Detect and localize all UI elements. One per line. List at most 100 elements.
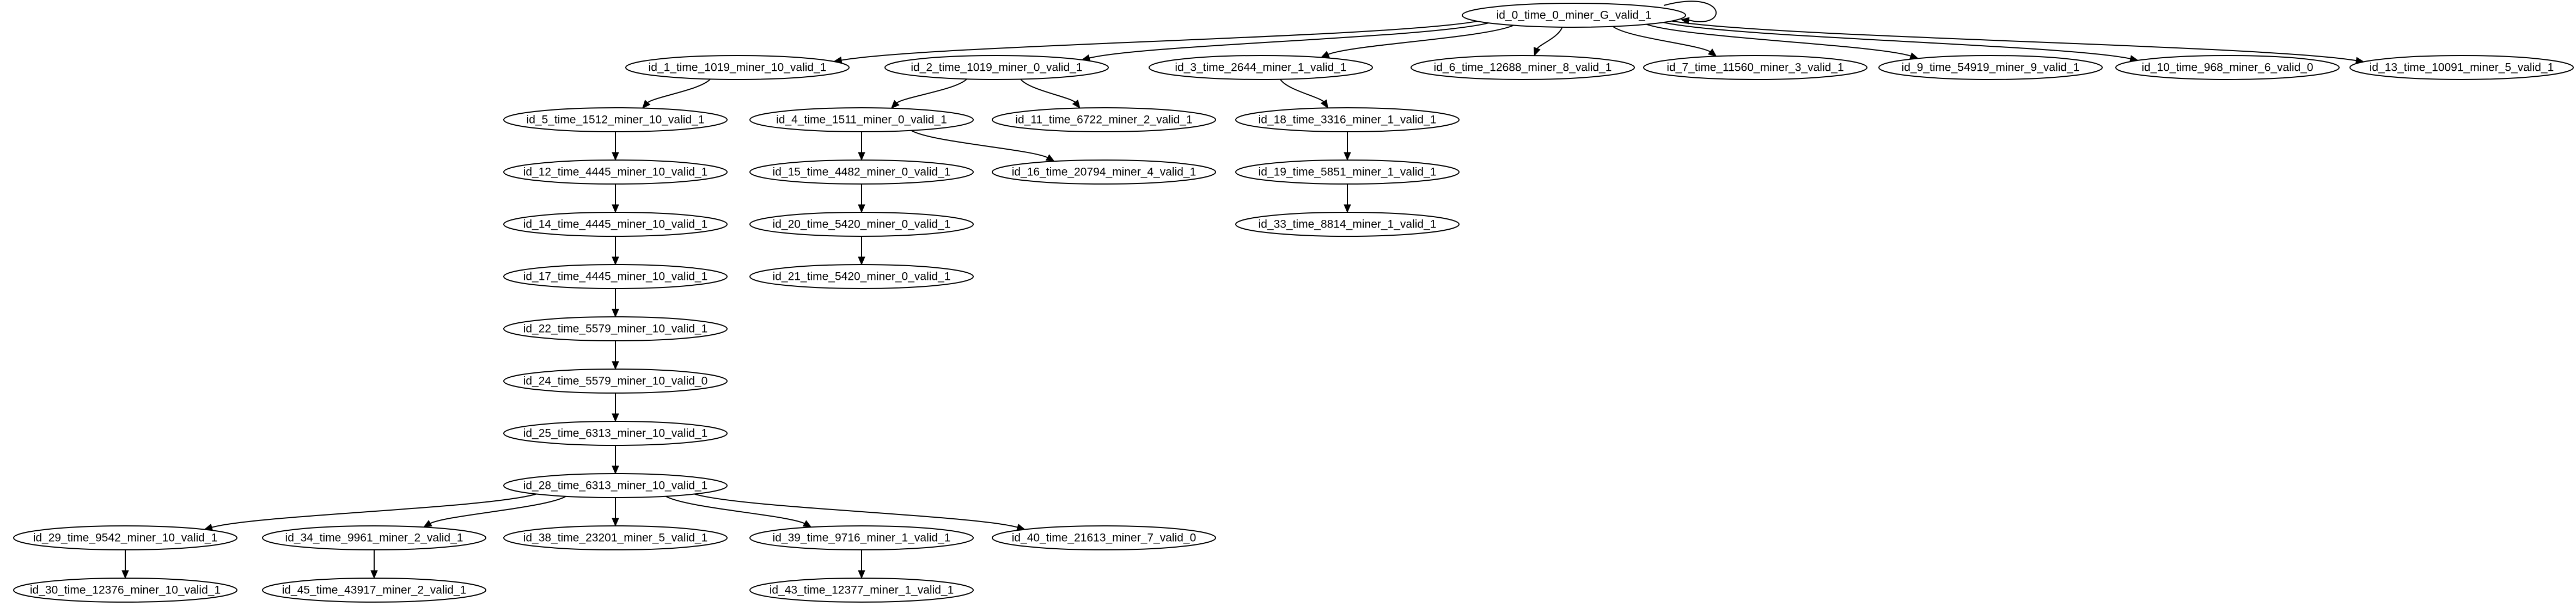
edge-arrowhead — [1344, 152, 1351, 161]
edge-line — [429, 495, 566, 525]
edge-arrowhead — [612, 309, 619, 318]
graph-node-n2: id_2_time_1019_miner_0_valid_1 — [884, 55, 1109, 80]
graph-node-n29: id_29_time_9542_miner_10_valid_1 — [13, 525, 237, 550]
edge-arrowhead — [612, 204, 619, 213]
edge-arrowhead — [1534, 47, 1541, 57]
edge-line — [1327, 24, 1514, 56]
edge-line — [1020, 78, 1077, 103]
node-ellipse — [503, 421, 728, 446]
node-label: id_33_time_8814_miner_1_valid_1 — [1259, 218, 1437, 231]
node-ellipse — [13, 578, 237, 603]
edge-n15-n20 — [858, 183, 865, 213]
node-label: id_15_time_4482_miner_0_valid_1 — [773, 166, 951, 179]
graph-node-n17: id_17_time_4445_miner_10_valid_1 — [503, 264, 728, 289]
edge-n28-n40 — [694, 493, 1026, 531]
node-ellipse — [749, 578, 974, 603]
edge-line — [1280, 79, 1325, 103]
node-ellipse — [749, 264, 974, 289]
node-ellipse — [992, 160, 1216, 185]
node-label: id_25_time_6313_miner_10_valid_1 — [523, 427, 708, 440]
graph-node-n11: id_11_time_6722_miner_2_valid_1 — [992, 107, 1216, 132]
graph-node-n6: id_6_time_12688_miner_8_valid_1 — [1411, 55, 1635, 80]
node-ellipse — [2349, 55, 2574, 80]
node-label: id_22_time_5579_miner_10_valid_1 — [523, 323, 708, 335]
node-label: id_40_time_21613_miner_7_valid_0 — [1012, 532, 1197, 544]
edge-line — [694, 493, 1019, 529]
node-label: id_3_time_2644_miner_1_valid_1 — [1175, 62, 1346, 74]
edge-n20-n21 — [858, 236, 865, 266]
edge-line — [665, 495, 806, 525]
node-label: id_14_time_4445_miner_10_valid_1 — [523, 218, 708, 231]
edge-n0-n7 — [1612, 26, 1717, 57]
graph-node-n40: id_40_time_21613_miner_7_valid_0 — [992, 525, 1216, 550]
edge-arrowhead — [858, 570, 865, 579]
edge-n0-n9 — [1646, 23, 1919, 60]
edge-arrowhead — [1045, 154, 1055, 162]
node-ellipse — [749, 107, 974, 132]
edge-arrowhead — [802, 520, 812, 528]
edge-n1-n5 — [642, 78, 711, 109]
edge-arrowhead — [890, 100, 900, 109]
node-ellipse — [503, 316, 728, 341]
edge-n22-n24 — [612, 340, 619, 370]
edge-n2-n4 — [890, 78, 967, 109]
node-ellipse — [503, 369, 728, 394]
node-label: id_18_time_3316_miner_1_valid_1 — [1259, 114, 1437, 126]
edge-n4-n15 — [858, 131, 865, 161]
edge-n0-n3 — [1320, 24, 1514, 58]
node-ellipse — [262, 525, 486, 550]
node-label: id_38_time_23201_miner_5_valid_1 — [523, 532, 708, 544]
edge-arrowhead — [1320, 99, 1328, 109]
edge-line — [1088, 22, 1489, 59]
graph-node-n28: id_28_time_6313_miner_10_valid_1 — [503, 473, 728, 498]
edge-n0-n1 — [833, 21, 1478, 64]
edge-n28-n38 — [612, 497, 619, 527]
edge-n29-n30 — [121, 549, 129, 579]
edge-layer — [121, 1, 2365, 579]
node-ellipse — [1149, 55, 1373, 80]
edge-n2-n11 — [1020, 78, 1081, 109]
edge-n12-n14 — [612, 183, 619, 213]
node-label: id_43_time_12377_miner_1_valid_1 — [770, 584, 954, 597]
node-label: id_19_time_5851_miner_1_valid_1 — [1259, 166, 1437, 179]
edge-n28-n39 — [665, 495, 812, 528]
graph-node-n39: id_39_time_9716_miner_1_valid_1 — [749, 525, 974, 550]
node-ellipse — [503, 107, 728, 132]
node-ellipse — [749, 525, 974, 550]
node-label: id_1_time_1019_miner_10_valid_1 — [649, 62, 827, 74]
node-ellipse — [749, 212, 974, 237]
edge-arrowhead — [1707, 48, 1717, 57]
graph-node-n5: id_5_time_1512_miner_10_valid_1 — [503, 107, 728, 132]
edge-n0-n6 — [1534, 27, 1563, 57]
graph-node-n10: id_10_time_968_miner_6_valid_0 — [2115, 55, 2340, 80]
graph-node-n30: id_30_time_12376_miner_10_valid_1 — [13, 578, 237, 603]
node-label: id_30_time_12376_miner_10_valid_1 — [30, 584, 221, 597]
edge-line — [1646, 23, 1912, 57]
node-label: id_20_time_5420_miner_0_valid_1 — [773, 218, 951, 231]
graph-node-n1: id_1_time_1019_miner_10_valid_1 — [625, 55, 850, 80]
node-label: id_12_time_4445_miner_10_valid_1 — [523, 166, 708, 179]
edge-arrowhead — [1344, 204, 1351, 213]
edge-arrowhead — [121, 570, 129, 579]
edge-n34-n45 — [370, 550, 378, 579]
graph-node-n3: id_3_time_2644_miner_1_valid_1 — [1149, 55, 1373, 80]
edge-n4-n16 — [911, 130, 1055, 162]
edge-arrowhead — [858, 204, 865, 213]
node-label: id_7_time_11560_miner_3_valid_1 — [1667, 62, 1844, 74]
node-ellipse — [262, 578, 486, 603]
graph-node-n33: id_33_time_8814_miner_1_valid_1 — [1235, 212, 1460, 237]
node-ellipse — [1411, 55, 1635, 80]
node-ellipse — [503, 160, 728, 185]
node-label: id_24_time_5579_miner_10_valid_0 — [523, 375, 708, 388]
node-ellipse — [992, 107, 1216, 132]
edge-arrowhead — [612, 465, 619, 475]
graph-node-n4: id_4_time_1511_miner_0_valid_1 — [749, 107, 974, 132]
edge-arrowhead — [642, 100, 651, 109]
edge-line — [1663, 22, 2132, 60]
edge-line — [1612, 26, 1712, 53]
edge-arrowhead — [612, 361, 619, 370]
node-ellipse — [992, 525, 1216, 550]
edge-arrowhead — [612, 256, 619, 266]
node-ellipse — [503, 525, 728, 550]
